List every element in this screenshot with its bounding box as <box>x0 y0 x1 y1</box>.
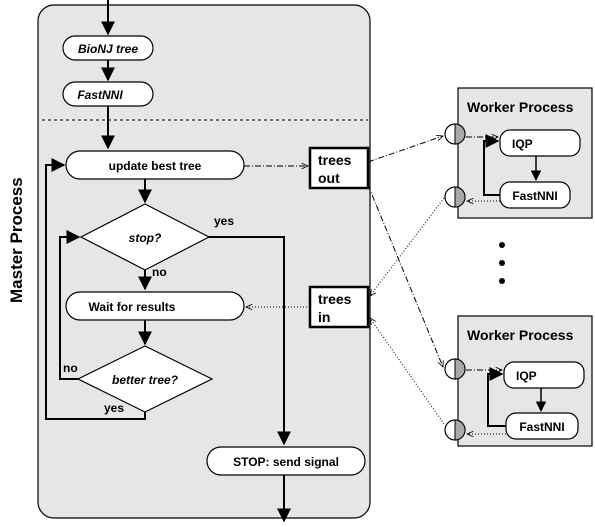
worker-iqp-box <box>503 361 585 389</box>
master-process-title: Master Process <box>7 177 26 303</box>
worker-output-port-fill <box>454 419 466 441</box>
stop-yes-arrow <box>209 236 291 446</box>
worker-loop-arrow <box>483 134 500 196</box>
stop-decision-label: stop? <box>129 231 162 245</box>
bionj-tree-label: BioNJ tree <box>78 42 138 56</box>
trees-in-line2: in <box>318 309 330 325</box>
worker-fastnni-label: FastNNI <box>519 420 564 434</box>
worker-process-1: Worker Process IQP FastNNI <box>444 87 593 219</box>
wait-for-results-box <box>65 291 245 321</box>
update-best-tree-box <box>65 150 245 180</box>
stop-yes-label: yes <box>214 214 234 228</box>
stop-send-signal-box <box>206 446 366 476</box>
worker-iqp-label: IQP <box>516 369 537 383</box>
worker-iqp-label: IQP <box>512 137 533 151</box>
better-yes-arrow <box>45 158 146 420</box>
worker-iqp-box <box>499 129 581 157</box>
trees-in-queue <box>308 285 370 329</box>
worker-title: Worker Process <box>467 99 574 115</box>
trees-out-line1: trees <box>318 152 352 168</box>
better-no-arrow <box>59 230 81 380</box>
out-to-worker2 <box>367 184 443 367</box>
stop-no-label: no <box>152 265 167 279</box>
trees-out-queue <box>308 146 370 190</box>
trees-in-line1: trees <box>318 291 352 307</box>
worker-loop-arrow <box>487 367 506 427</box>
worker-input-port-fill <box>454 358 466 380</box>
worker-title: Worker Process <box>467 327 574 343</box>
fastnni-init-label: FastNNI <box>77 88 123 102</box>
more-workers-ellipsis <box>499 242 505 284</box>
trees-out-line2: out <box>318 170 340 186</box>
worker1-to-in <box>370 197 445 296</box>
update-best-tree-label: update best tree <box>109 159 202 173</box>
better-no-label: no <box>63 361 78 375</box>
better-tree-label: better tree? <box>112 373 179 387</box>
stop-send-signal-label: STOP: send signal <box>233 455 339 469</box>
worker-fastnni-label: FastNNI <box>512 189 557 203</box>
worker-input-port-fill <box>454 123 466 145</box>
out-to-worker1 <box>367 136 443 163</box>
wait-for-results-label: Wait for results <box>89 300 176 314</box>
worker-output-port-fill <box>454 186 466 208</box>
better-yes-label: yes <box>104 401 124 415</box>
worker-process-2: Worker Process IQP FastNNI <box>444 315 593 447</box>
worker2-to-in <box>370 318 445 425</box>
